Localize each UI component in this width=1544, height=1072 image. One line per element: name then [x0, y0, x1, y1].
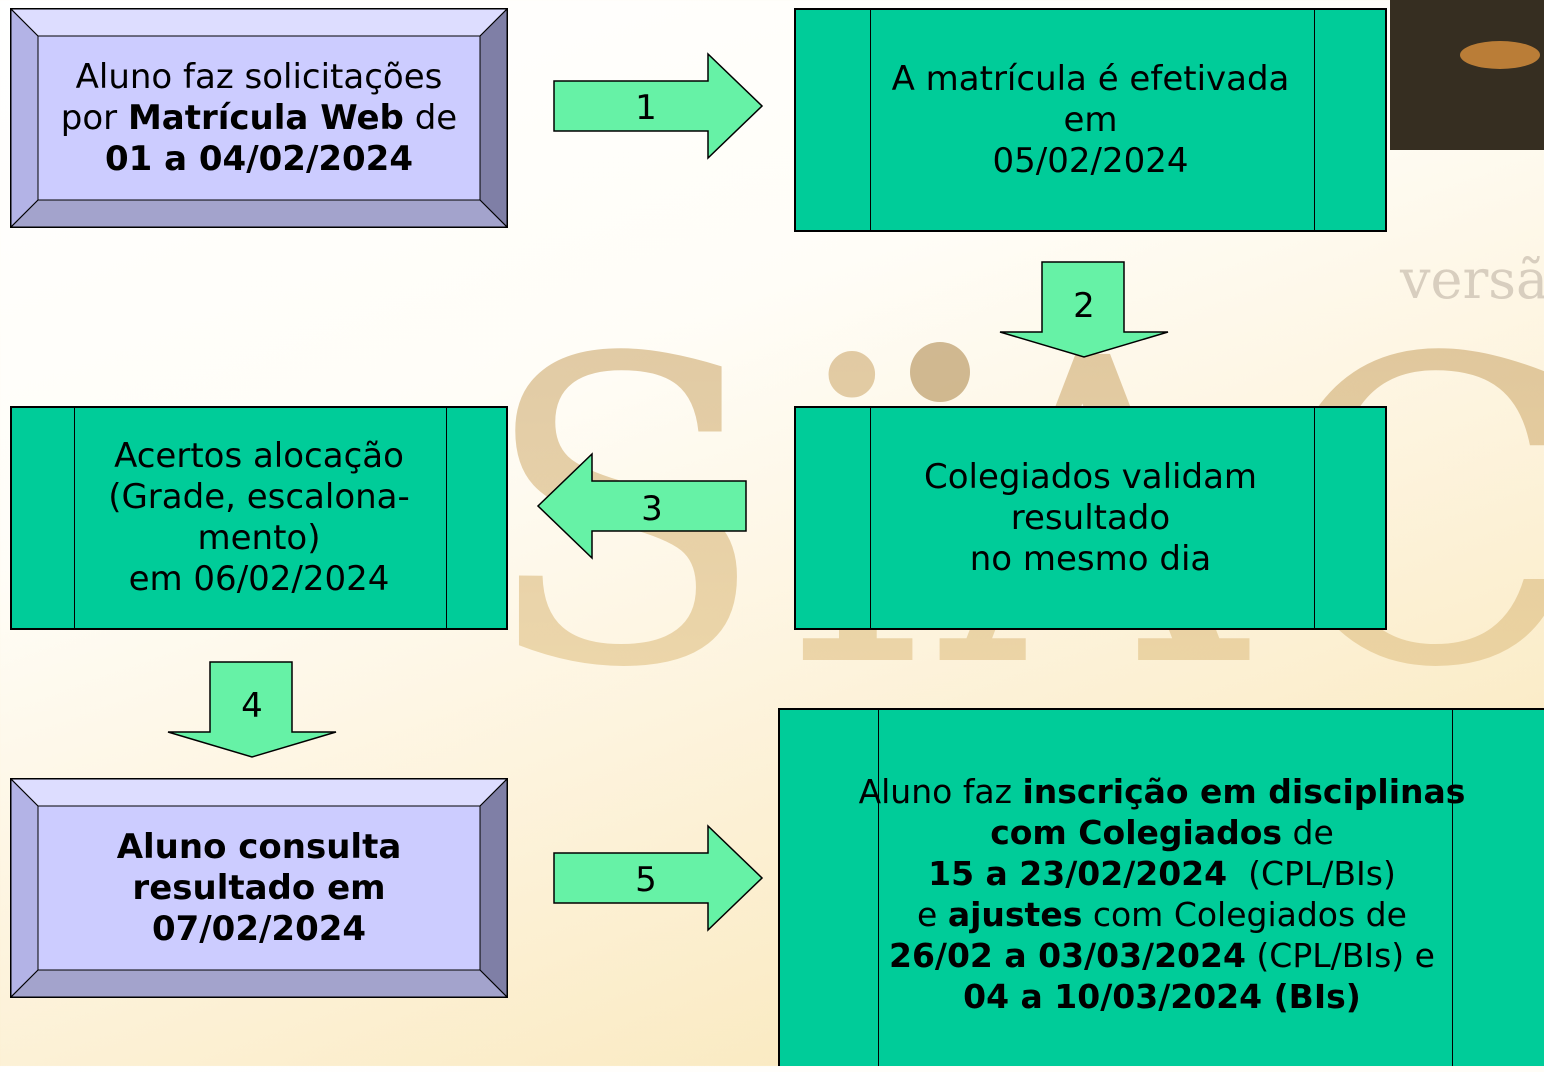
enroll-line3b: (CPL/BIs): [1227, 854, 1396, 893]
enroll-line1b: inscrição em disciplinas: [1022, 772, 1466, 811]
enroll-line4b: ajustes: [947, 895, 1083, 934]
adjust-line2: (Grade, escalona-: [108, 477, 410, 517]
step-3-label: 3: [641, 489, 663, 529]
arrow-step-2: 2: [999, 261, 1170, 358]
watermark-version-text: versão 1.: [1399, 248, 1544, 311]
request-line3: 01 a 04/02/2024: [104, 138, 413, 179]
validate-box: Colegiados validam resultado no mesmo di…: [794, 406, 1387, 630]
arrow-step-4: 4: [167, 661, 338, 758]
step-2-label: 2: [1073, 286, 1095, 326]
consult-line2: resultado em: [132, 867, 386, 908]
request-line2c: de: [403, 97, 458, 138]
effective-line3: 05/02/2024: [992, 140, 1189, 181]
step-4-label: 4: [241, 686, 263, 726]
consult-line3: 07/02/2024: [151, 908, 367, 949]
logo-dot: [910, 342, 970, 402]
enroll-line4a: e: [917, 895, 948, 934]
arrow-step-3: 3: [536, 452, 748, 560]
adjust-line3: mento): [197, 518, 321, 558]
adjust-box: Acertos alocação (Grade, escalona- mento…: [10, 406, 508, 630]
request-line2a: por: [60, 97, 128, 138]
effective-line2: em: [1063, 99, 1118, 140]
enroll-line3a: 15 a 23/02/2024: [928, 854, 1228, 893]
logo-glow: [1460, 41, 1540, 69]
bevel-frame: [10, 8, 508, 228]
enroll-line5a: 26/02 a 03/03/2024: [888, 936, 1246, 975]
enroll-line2a: com Colegiados: [990, 813, 1283, 852]
enroll-line5b: (CPL/BIs) e: [1245, 936, 1435, 975]
request-line1: Aluno faz solicitações: [75, 56, 443, 97]
enroll-line4c: com Colegiados de: [1082, 895, 1407, 934]
effective-line1: A matrícula é efetivada: [891, 58, 1290, 99]
enroll-line6: 04 a 10/03/2024 (BIs): [963, 977, 1361, 1016]
arrow-step-5: 5: [553, 824, 764, 932]
effective-box: A matrícula é efetivada em 05/02/2024: [794, 8, 1387, 232]
validate-line3: no mesmo dia: [969, 538, 1212, 579]
step-5-label: 5: [635, 860, 657, 900]
request-box: Aluno faz solicitações por Matrícula Web…: [10, 8, 508, 228]
adjust-line1: Acertos alocação: [114, 436, 404, 476]
enroll-line2b: de: [1282, 813, 1334, 852]
enroll-box: Aluno faz inscrição em disciplinas com C…: [778, 708, 1544, 1066]
arrow-step-1: 1: [553, 52, 764, 160]
logo-dark-panel: [1390, 0, 1544, 150]
consult-line1: Aluno consulta: [116, 826, 402, 867]
enroll-line1a: Aluno faz: [858, 772, 1023, 811]
adjust-line4: em 06/02/2024: [128, 559, 390, 599]
request-line2b: Matrícula Web: [127, 97, 404, 138]
validate-line1: Colegiados validam: [923, 456, 1258, 497]
validate-line2: resultado: [1010, 497, 1171, 538]
bevel-frame: [10, 778, 508, 998]
step-1-label: 1: [635, 88, 657, 128]
consult-box: Aluno consulta resultado em 07/02/2024: [10, 778, 508, 998]
